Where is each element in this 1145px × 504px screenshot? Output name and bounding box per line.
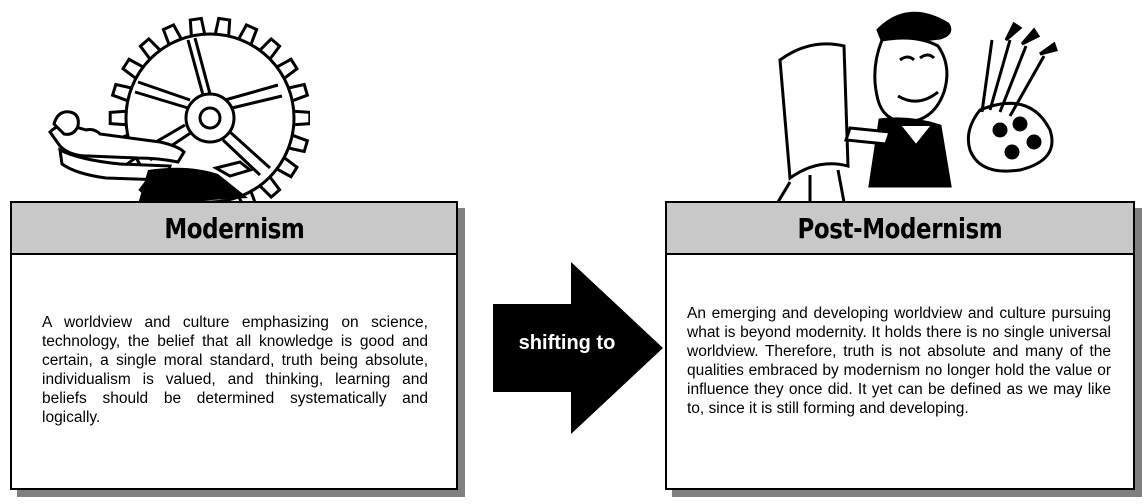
modernism-card: Modernism A worldview and culture emphas… bbox=[10, 201, 465, 497]
card-frame: Post-Modernism An emerging and developin… bbox=[665, 201, 1135, 490]
arrow-label: shifting to bbox=[518, 332, 616, 354]
card-frame: Modernism A worldview and culture emphas… bbox=[10, 201, 458, 490]
shift-arrow-icon bbox=[493, 262, 663, 434]
modernism-description: A worldview and culture emphasizing on s… bbox=[42, 313, 428, 426]
post-modernism-header: Post-Modernism bbox=[667, 203, 1133, 255]
post-modernism-title: Post-Modernism bbox=[797, 211, 1003, 245]
man-pushing-gear-icon bbox=[48, 16, 310, 205]
post-modernism-description: An emerging and developing worldview and… bbox=[687, 304, 1111, 417]
modernism-title: Modernism bbox=[163, 211, 305, 245]
post-modernism-card: Post-Modernism An emerging and developin… bbox=[665, 201, 1142, 497]
modernism-header: Modernism bbox=[12, 203, 456, 255]
painter-with-easel-icon bbox=[776, 11, 1058, 203]
post-modernism-body: An emerging and developing worldview and… bbox=[667, 255, 1133, 488]
modernism-body: A worldview and culture emphasizing on s… bbox=[12, 255, 456, 488]
